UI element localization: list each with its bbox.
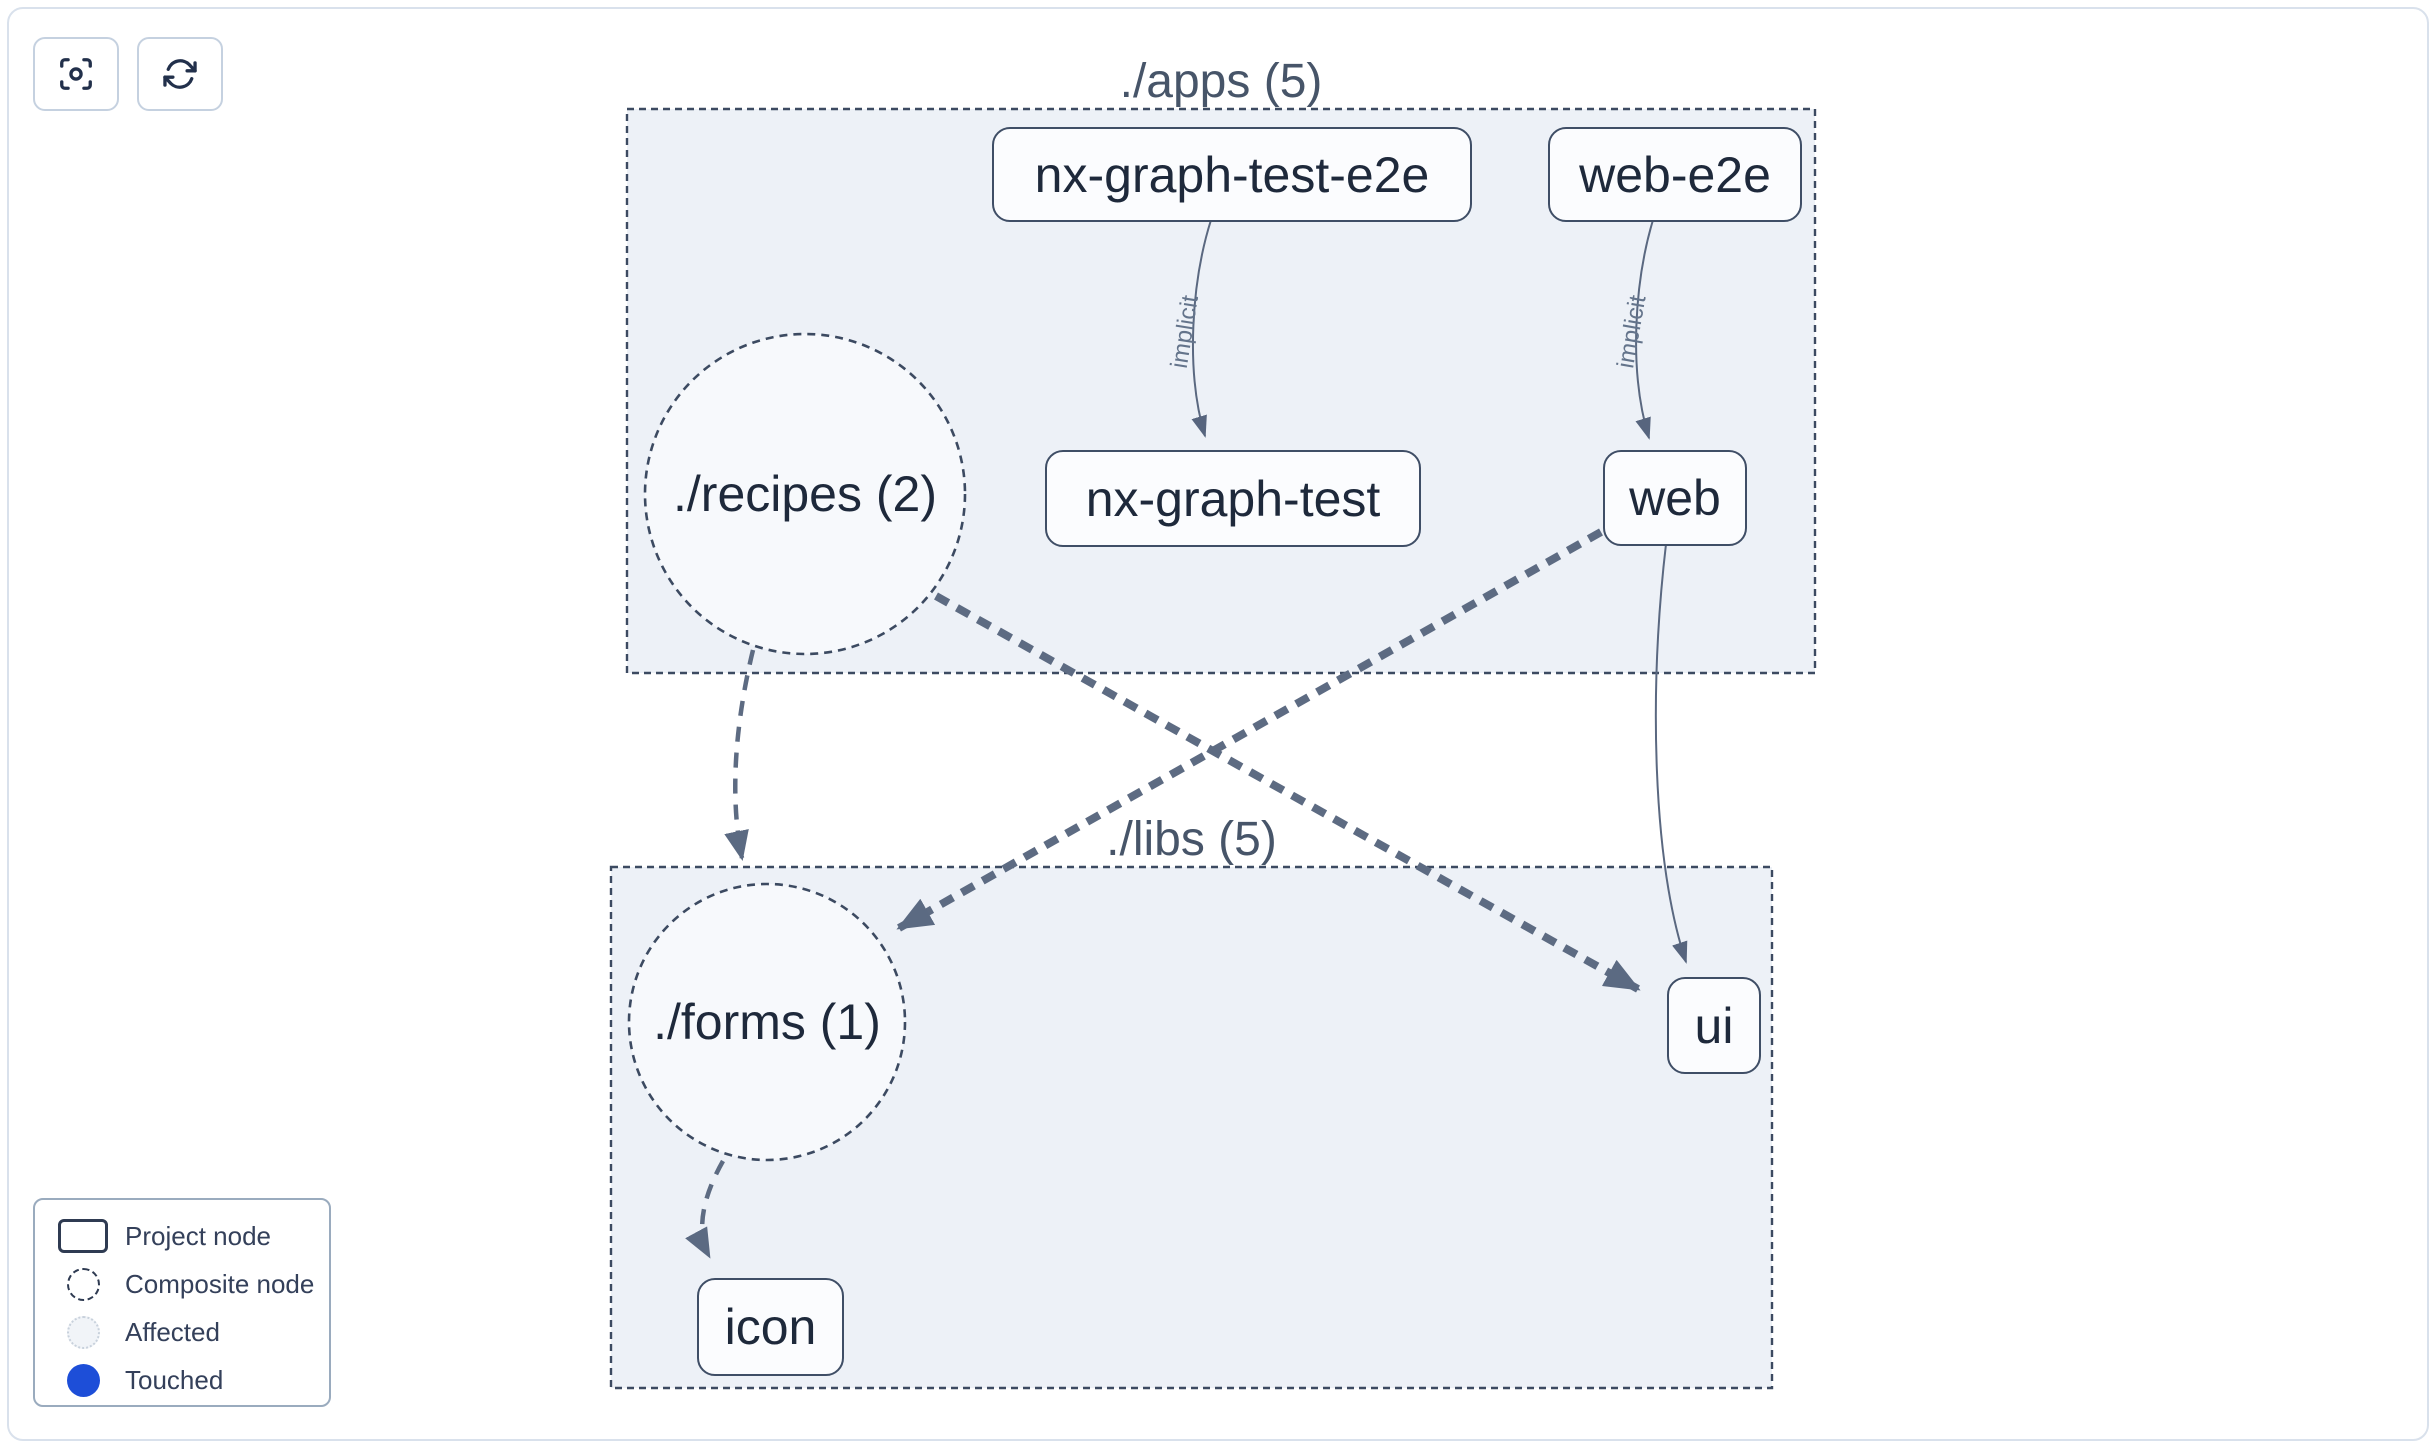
composite-node-forms-circle[interactable]	[627, 882, 907, 1162]
legend-row-affected: Affected	[57, 1308, 329, 1356]
legend-row-touched: Touched	[57, 1356, 329, 1404]
group-label-apps: ./apps (5)	[1119, 55, 1323, 108]
legend-label: Affected	[125, 1316, 220, 1347]
composite-node-forms[interactable]: ./forms (1)	[653, 994, 881, 1050]
composite-node-recipes-circle[interactable]	[643, 332, 967, 656]
legend-label: Touched	[125, 1364, 224, 1395]
legend-row-composite-node: Composite node	[57, 1260, 329, 1308]
project-node-swatch	[58, 1219, 108, 1253]
node-ui[interactable]: ui	[1667, 977, 1761, 1074]
legend-label: Project node	[125, 1220, 271, 1251]
touched-swatch	[66, 1363, 100, 1397]
edge-recipes-to-forms	[724, 649, 756, 861]
composite-node-recipes[interactable]: ./recipes (2)	[673, 466, 937, 522]
edge-web-to-ui	[1654, 543, 1688, 964]
node-icon[interactable]: icon	[697, 1278, 844, 1376]
node-web-e2e[interactable]: web-e2e	[1548, 127, 1802, 222]
legend-label: Composite node	[125, 1268, 315, 1299]
toolbar	[33, 37, 223, 111]
composite-node-swatch	[66, 1267, 100, 1301]
affected-swatch	[66, 1315, 100, 1349]
node-nx-graph-test[interactable]: nx-graph-test	[1045, 450, 1421, 547]
refresh-button[interactable]	[137, 37, 223, 111]
edge-web-e2e-to-web	[1635, 219, 1654, 440]
edge-nx-graph-test-e2e-to-nx-graph-test	[1191, 219, 1212, 438]
focus-button[interactable]	[33, 37, 119, 111]
refresh-icon	[163, 59, 197, 89]
focus-icon	[60, 58, 92, 90]
edge-forms-to-icon	[685, 1159, 725, 1259]
node-nx-graph-test-e2e[interactable]: nx-graph-test-e2e	[992, 127, 1472, 222]
legend-row-project-node: Project node	[57, 1212, 329, 1260]
node-web[interactable]: web	[1603, 450, 1747, 546]
legend: Project node Composite node Affected Tou…	[33, 1198, 331, 1407]
group-label-libs: ./libs (5)	[1106, 813, 1277, 866]
